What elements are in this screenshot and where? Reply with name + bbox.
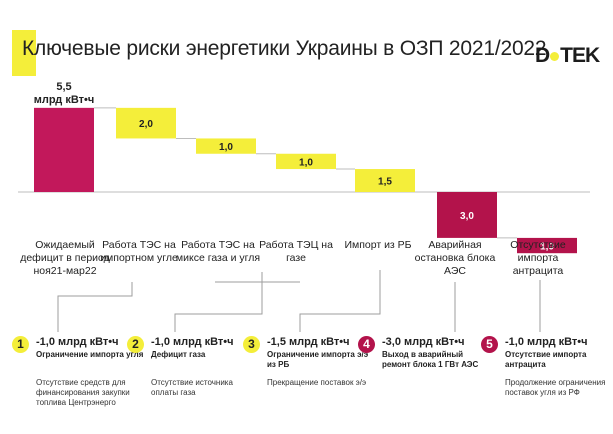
waterfall-bar-5 <box>355 169 415 192</box>
risk-description: Отсутствие источника оплаты газа <box>151 378 233 397</box>
category-label-2: Работа ТЭС на импортном угле <box>100 239 178 264</box>
risk-value: -3,0 млрд кВт•ч <box>382 336 465 348</box>
waterfall-bar-2 <box>116 107 176 139</box>
bracket-risk-1 <box>57 282 133 332</box>
bar-value-label-5: 1,5 <box>378 177 392 188</box>
risk-number-badge: 4 <box>358 336 375 353</box>
risk-number-badge: 2 <box>127 336 144 353</box>
risk-heading: Дефицит газа <box>151 350 206 359</box>
bracket-risk-3 <box>299 270 381 332</box>
risk-value: -1,0 млрд кВт•ч <box>151 336 234 348</box>
waterfall-bar-7 <box>517 237 577 254</box>
waterfall-bar-4 <box>276 153 336 170</box>
waterfall-bar-1 <box>34 107 94 192</box>
bar-value-label-2: 2,0 <box>139 119 153 130</box>
bar-value-label-1: 5,5 <box>56 81 71 93</box>
risk-number-badge: 3 <box>243 336 260 353</box>
bracket-risk-2 <box>174 272 263 332</box>
risk-number-badge: 1 <box>12 336 29 353</box>
dtek-logo: D TEK <box>535 44 600 68</box>
risk-heading: Отсутствие импорта антрацита <box>505 350 587 369</box>
logo-dot-icon <box>550 52 560 61</box>
risk-value: -1,5 млрд кВт•ч <box>267 336 350 348</box>
risk-number-badge: 5 <box>481 336 498 353</box>
logo-left: D <box>535 44 550 67</box>
category-label-3: Работа ТЭС на миксе газа и угля <box>175 239 261 264</box>
category-label-6: Аварийная остановка блока АЭС <box>414 239 496 277</box>
category-label-1: Ожидаемый дефицит в период ноя21-мар22 <box>20 239 110 277</box>
risk-description: Прекращение поставок э/э <box>267 378 367 387</box>
bar-value-label-6: 3,0 <box>460 211 474 222</box>
bar-unit-label: млрд кВт•ч <box>34 94 95 106</box>
waterfall-bar-6 <box>437 192 497 238</box>
bar-value-label-3: 1,0 <box>219 142 233 153</box>
bar-value-label-7: 1,0 <box>540 242 554 253</box>
category-label-7: Отсутствие импорта антрацита <box>510 239 566 277</box>
risk-value: -1,0 млрд кВт•ч <box>36 336 119 348</box>
slide-title: Ключевые риски энергетики Украины в ОЗП … <box>22 37 547 60</box>
yellow-accent-square <box>12 30 36 76</box>
risk-description: Отсутствие средств для финансирования за… <box>36 378 130 407</box>
waterfall-bar-3 <box>196 138 256 154</box>
risk-description: Продолжение ограничения поставок угля из… <box>505 378 606 397</box>
risk-value: -1,0 млрд кВт•ч <box>505 336 588 348</box>
category-label-5: Импорт из РБ <box>344 239 412 251</box>
risk-heading: Ограничение импорта угля <box>36 350 144 359</box>
risk-heading: Ограничение импорта э/э из РБ <box>267 350 369 369</box>
bar-value-label-4: 1,0 <box>299 157 313 168</box>
category-label-4: Работа ТЭЦ на газе <box>259 239 333 264</box>
risk-heading: Выход в аварийный ремонт блока 1 ГВт АЭС <box>382 350 479 369</box>
logo-right: TEK <box>560 44 600 67</box>
